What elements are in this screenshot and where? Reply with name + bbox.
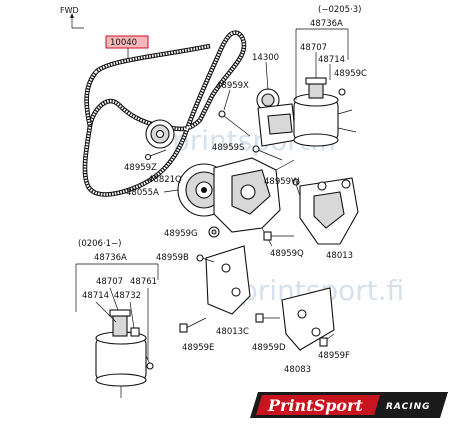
direction-label: FWD bbox=[60, 6, 79, 15]
callout-48959g-label: 48959G bbox=[164, 229, 198, 239]
callout-pump-label: 48055A bbox=[126, 188, 159, 198]
callout-48959e-label: 48959E bbox=[182, 343, 214, 353]
callout-48959z[interactable]: 48959Z bbox=[124, 163, 157, 173]
callout-48013-label: 48013 bbox=[326, 251, 353, 261]
mounting-bracket-48013c bbox=[205, 245, 251, 315]
bolt-48959d-icon bbox=[255, 313, 280, 323]
callout-48959s[interactable]: 48959S bbox=[212, 143, 244, 153]
logo-brand-text: PrintSport bbox=[267, 396, 363, 415]
reservoir-top bbox=[293, 77, 357, 147]
fwd-arrow-icon: FWD bbox=[60, 6, 84, 29]
callout-48959b[interactable]: 48959B bbox=[156, 253, 189, 263]
legend-top-clip[interactable]: 48959C bbox=[334, 69, 367, 79]
bolt-48959z-icon bbox=[144, 149, 167, 161]
callout-48959d-label: 48959D bbox=[252, 343, 286, 353]
legend-top-filter[interactable]: 48714 bbox=[318, 55, 345, 65]
bolt-48959e-icon bbox=[179, 317, 207, 333]
bolt-48959b-icon bbox=[196, 254, 215, 263]
printsport-racing-logo: PrintSport RACING bbox=[250, 392, 448, 418]
callout-48013[interactable]: 48013 bbox=[326, 251, 353, 261]
reservoir-bottom bbox=[95, 309, 154, 398]
legend-bottom-cap[interactable]: 48707 bbox=[96, 277, 123, 287]
callout-tensioner[interactable]: 14300 bbox=[252, 53, 279, 91]
logo-racing-text: RACING bbox=[386, 402, 431, 412]
callout-48959x[interactable]: 48959X bbox=[216, 81, 249, 111]
callout-48959q-label: 48959Q bbox=[270, 249, 304, 259]
bolt-48959x-icon bbox=[218, 110, 251, 137]
callout-48959f-label: 48959F bbox=[318, 351, 350, 361]
legend-reservoir-bottom: (0206·1−) 48736A 48707 48761 48714 48732 bbox=[75, 239, 159, 360]
callout-48959q[interactable]: 48959Q bbox=[270, 249, 304, 259]
callout-48959b-label: 48959B bbox=[156, 253, 189, 263]
legend-bottom-assembly[interactable]: 48736A bbox=[94, 253, 127, 263]
legend-bottom-period: (0206·1−) bbox=[78, 239, 122, 249]
mounting-bracket-48083 bbox=[281, 287, 335, 351]
legend-top-assembly[interactable]: 48736A bbox=[310, 19, 343, 29]
mounting-bracket-48013 bbox=[299, 177, 359, 245]
callout-48083[interactable]: 48083 bbox=[284, 365, 311, 375]
idler-pulley bbox=[145, 119, 175, 149]
callout-48959x-label: 48959X bbox=[216, 81, 249, 91]
legend-bottom-48732[interactable]: 48732 bbox=[114, 291, 141, 301]
callout-48821q-label: 48821Q bbox=[148, 175, 182, 185]
drive-belt bbox=[82, 30, 247, 197]
legend-bottom-48761[interactable]: 48761 bbox=[130, 277, 157, 287]
bolt-48959w-icon bbox=[292, 178, 301, 197]
callout-48959g[interactable]: 48959G bbox=[164, 229, 198, 239]
legend-top-period: (−0205·3) bbox=[318, 5, 362, 15]
callout-48959s-label: 48959S bbox=[212, 143, 244, 153]
callout-48821q[interactable]: 48821Q bbox=[148, 175, 182, 185]
callout-pump[interactable]: 48055A bbox=[126, 188, 179, 198]
callout-48959w[interactable]: 48959W bbox=[264, 177, 300, 187]
callout-48083-label: 48083 bbox=[284, 365, 311, 375]
legend-top-cap[interactable]: 48707 bbox=[300, 43, 327, 53]
callout-48959z-label: 48959Z bbox=[124, 163, 157, 173]
bolt-48959f-icon bbox=[319, 333, 335, 347]
callout-48013c-label: 48013C bbox=[216, 327, 249, 337]
callout-48959w-label: 48959W bbox=[264, 177, 300, 187]
legend-reservoir-top: (−0205·3) 48736A 48707 48714 48959C bbox=[295, 5, 367, 100]
callout-48959f[interactable]: 48959F bbox=[318, 351, 350, 361]
bolt-48959g-icon bbox=[208, 226, 220, 238]
callout-tensioner-label: 14300 bbox=[252, 53, 279, 63]
belt-tensioner bbox=[256, 88, 297, 147]
callout-48959d[interactable]: 48959D bbox=[252, 343, 286, 353]
callout-belt[interactable]: 10040 bbox=[105, 35, 149, 58]
power-steering-pump bbox=[213, 157, 295, 247]
callout-belt-label: 10040 bbox=[110, 38, 137, 48]
callout-48959e[interactable]: 48959E bbox=[182, 343, 214, 353]
bolt-48959q-icon bbox=[263, 231, 294, 241]
bolt-48959s-icon bbox=[252, 145, 283, 161]
callout-48013c[interactable]: 48013C bbox=[216, 327, 249, 337]
legend-bottom-filter[interactable]: 48714 bbox=[82, 291, 109, 301]
